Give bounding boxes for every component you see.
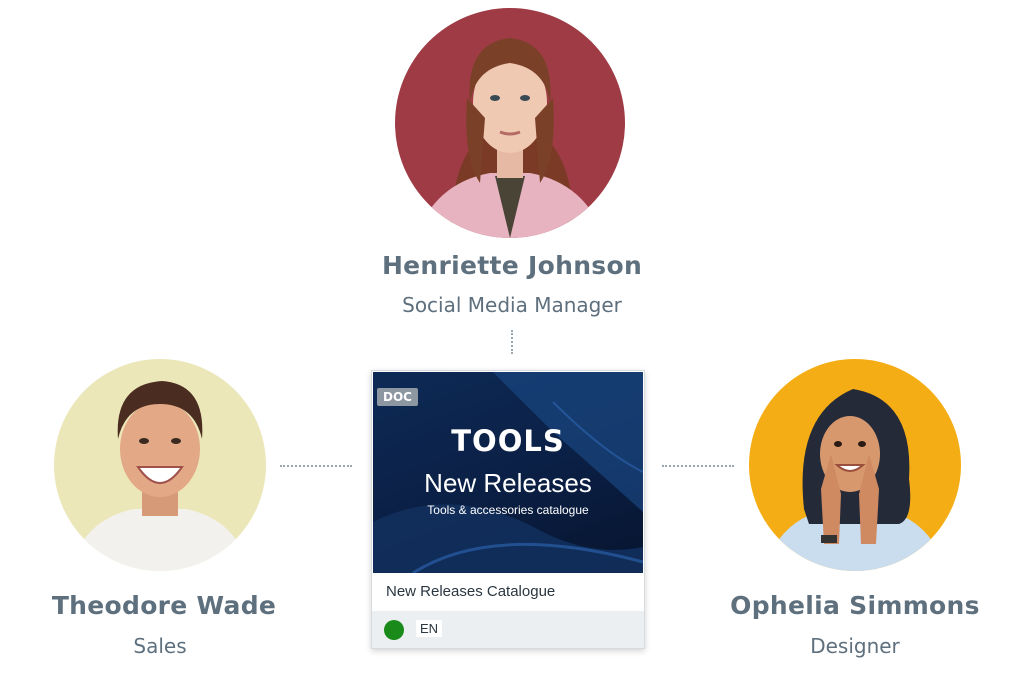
document-footer: EN bbox=[372, 611, 644, 648]
portrait-theodore-icon bbox=[54, 359, 266, 571]
doc-type-badge: DOC bbox=[377, 388, 418, 406]
connector-top bbox=[511, 330, 513, 354]
portrait-ophelia-icon bbox=[749, 359, 961, 571]
cover-headline: New Releases bbox=[424, 468, 592, 498]
cover-background-icon bbox=[373, 372, 643, 573]
document-card[interactable]: DOC TOOLS New Releases Tools & accessori… bbox=[371, 370, 645, 649]
person-role-theodore: Sales bbox=[133, 634, 187, 658]
connector-right bbox=[662, 465, 734, 467]
cover-tagline: Tools & accessories catalogue bbox=[427, 503, 589, 517]
document-title[interactable]: New Releases Catalogue bbox=[386, 583, 556, 600]
connector-left bbox=[280, 465, 352, 467]
portrait-henriette-icon bbox=[395, 8, 625, 238]
person-name-henriette: Henriette Johnson bbox=[381, 251, 643, 280]
language-tag: EN bbox=[416, 620, 443, 637]
avatar-henriette[interactable] bbox=[395, 8, 625, 238]
avatar-ophelia[interactable] bbox=[749, 359, 961, 571]
document-cover: DOC TOOLS New Releases Tools & accessori… bbox=[373, 372, 643, 573]
person-name-ophelia: Ophelia Simmons bbox=[730, 591, 980, 620]
status-dot-icon bbox=[384, 620, 404, 640]
person-role-ophelia: Designer bbox=[810, 634, 900, 658]
person-name-theodore: Theodore Wade bbox=[51, 591, 277, 620]
cover-brand: TOOLS bbox=[451, 424, 565, 458]
avatar-theodore[interactable] bbox=[54, 359, 266, 571]
person-role-henriette: Social Media Manager bbox=[402, 293, 622, 317]
